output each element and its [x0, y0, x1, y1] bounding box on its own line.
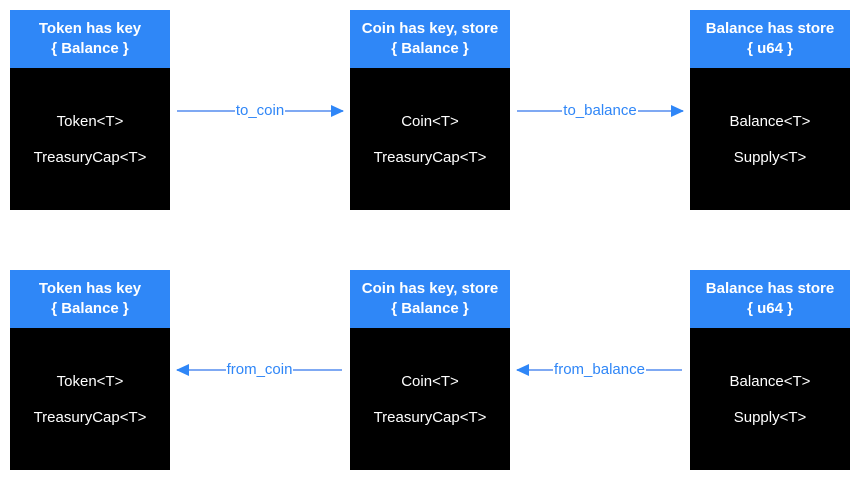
node-header-line1: Token has key — [38, 280, 142, 297]
node-header-line2: { Balance } — [391, 40, 469, 57]
arrowhead-left-icon — [176, 364, 189, 376]
node-header-line2: { Balance } — [391, 300, 469, 317]
arrow-to-balance: to_balance — [517, 101, 684, 121]
node-header: Coin has key, store { Balance } — [350, 270, 510, 328]
node-header: Token has key { Balance } — [10, 270, 170, 328]
node-field: Supply<T> — [733, 148, 807, 166]
arrowhead-right-icon — [671, 105, 684, 117]
node-field: TreasuryCap<T> — [373, 148, 487, 166]
arrow-from-balance: from_balance — [516, 360, 682, 380]
arrow-label: from_coin — [225, 360, 294, 380]
arrow-to-coin: to_coin — [177, 101, 344, 121]
node-header-line2: { u64 } — [747, 300, 793, 317]
node-field: Coin<T> — [401, 372, 459, 390]
node-field: Supply<T> — [733, 408, 807, 426]
node-header: Token has key { Balance } — [10, 10, 170, 68]
node-token-bottom: Token has key { Balance } Token<T> Treas… — [10, 270, 170, 470]
node-field: Balance<T> — [729, 372, 811, 390]
node-header: Balance has store { u64 } — [690, 270, 850, 328]
arrowhead-right-icon — [331, 105, 344, 117]
node-coin-top: Coin has key, store { Balance } Coin<T> … — [350, 10, 510, 210]
node-header-line1: Balance has store — [705, 280, 835, 297]
node-coin-bottom: Coin has key, store { Balance } Coin<T> … — [350, 270, 510, 470]
node-body: Balance<T> Supply<T> — [690, 68, 850, 210]
node-header-line1: Token has key — [38, 20, 142, 37]
arrow-label: from_balance — [553, 360, 646, 380]
node-body: Token<T> TreasuryCap<T> — [10, 328, 170, 470]
node-field: Balance<T> — [729, 112, 811, 130]
node-header-line1: Balance has store — [705, 20, 835, 37]
node-balance-top: Balance has store { u64 } Balance<T> Sup… — [690, 10, 850, 210]
arrow-label: to_balance — [562, 101, 638, 121]
node-body: Coin<T> TreasuryCap<T> — [350, 68, 510, 210]
node-header: Coin has key, store { Balance } — [350, 10, 510, 68]
node-body: Token<T> TreasuryCap<T> — [10, 68, 170, 210]
node-field: Token<T> — [56, 112, 124, 130]
arrow-from-coin: from_coin — [176, 360, 342, 380]
arrowhead-left-icon — [516, 364, 529, 376]
node-field: TreasuryCap<T> — [373, 408, 487, 426]
node-body: Coin<T> TreasuryCap<T> — [350, 328, 510, 470]
node-header-line1: Coin has key, store — [361, 280, 499, 297]
arrow-label: to_coin — [234, 101, 286, 121]
node-header-line2: { Balance } — [51, 300, 129, 317]
node-header-line1: Coin has key, store — [361, 20, 499, 37]
node-header-line2: { u64 } — [747, 40, 793, 57]
node-field: Token<T> — [56, 372, 124, 390]
node-balance-bottom: Balance has store { u64 } Balance<T> Sup… — [690, 270, 850, 470]
node-token-top: Token has key { Balance } Token<T> Treas… — [10, 10, 170, 210]
node-field: TreasuryCap<T> — [33, 408, 147, 426]
node-body: Balance<T> Supply<T> — [690, 328, 850, 470]
node-field: TreasuryCap<T> — [33, 148, 147, 166]
node-header: Balance has store { u64 } — [690, 10, 850, 68]
node-header-line2: { Balance } — [51, 40, 129, 57]
node-field: Coin<T> — [401, 112, 459, 130]
